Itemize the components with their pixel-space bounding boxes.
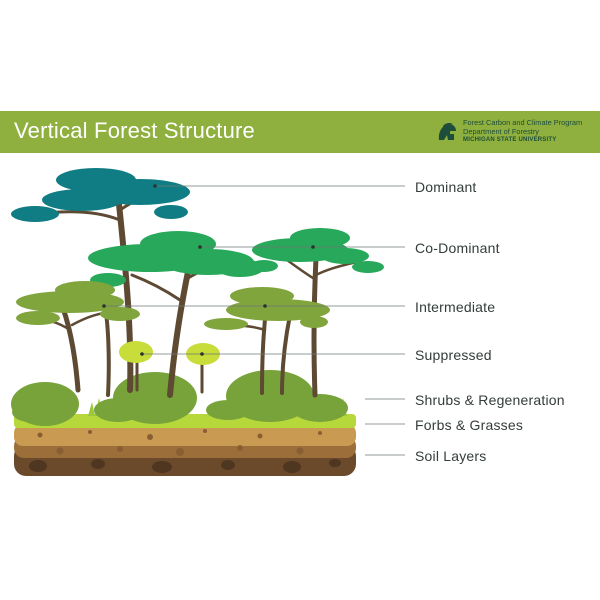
label-soil-layers: Soil Layers xyxy=(415,448,487,464)
page-title: Vertical Forest Structure xyxy=(14,118,255,143)
logo-program: Forest Carbon and Climate Program xyxy=(463,118,583,127)
label-intermediate: Intermediate xyxy=(415,299,496,315)
soil-pebbles xyxy=(37,429,322,456)
intermediate-canopy xyxy=(16,281,330,330)
suppressed-canopy xyxy=(119,341,220,365)
soil-layers xyxy=(14,424,356,476)
label-forbs-grasses: Forbs & Grasses xyxy=(415,417,524,433)
soil-stones xyxy=(29,459,341,473)
co-dominant-canopy xyxy=(88,228,384,287)
soil-top-layer xyxy=(14,424,356,446)
logo-text: Forest Carbon and Climate Program Depart… xyxy=(463,118,583,145)
label-co-dominant: Co-Dominant xyxy=(415,240,500,256)
leader-dots xyxy=(102,184,315,356)
dominant-canopy xyxy=(11,168,190,222)
spartan-helmet-icon xyxy=(438,122,456,140)
label-shrubs-regeneration: Shrubs & Regeneration xyxy=(415,392,565,408)
logo-department: Department of Forestry xyxy=(463,126,539,136)
label-dominant: Dominant xyxy=(415,179,477,195)
logo-university: MICHIGAN STATE UNIVERSITY xyxy=(463,137,557,143)
label-suppressed: Suppressed xyxy=(415,347,492,363)
leader-lines xyxy=(104,185,405,456)
shrubs-regeneration xyxy=(11,370,348,426)
title-banner: Vertical Forest Structure Forest Carbon … xyxy=(0,111,600,153)
msu-logo: Forest Carbon and Climate Program Depart… xyxy=(433,117,593,147)
